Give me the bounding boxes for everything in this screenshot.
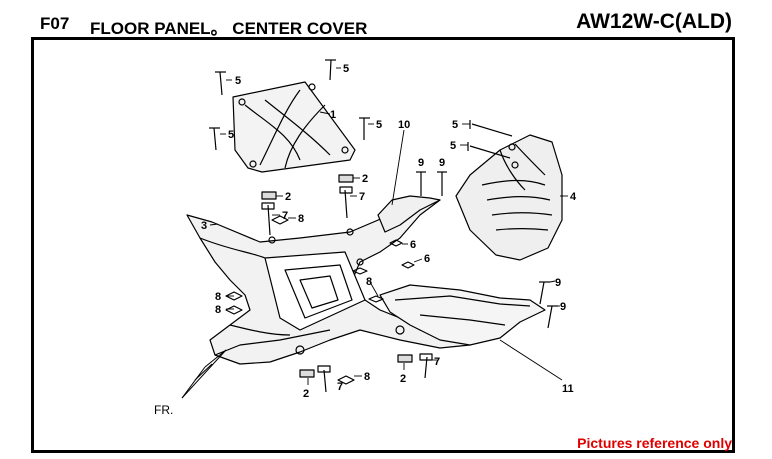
- callout-label: 8: [364, 371, 370, 383]
- callout-label: 9: [418, 157, 424, 169]
- callout-label: 4: [570, 191, 577, 203]
- callout-label: 6: [424, 253, 430, 265]
- model-number: AW12W-C(ALD): [576, 10, 732, 33]
- callout-label: 9: [560, 301, 566, 313]
- direction-label: FR.: [154, 403, 173, 417]
- front-direction-arrow: [181, 349, 227, 399]
- section-code: F07: [40, 14, 70, 33]
- callout-label: 5: [450, 140, 456, 152]
- callout-numbers: 5 5 1 5 5 10 5 5 4 9 9 2 2 7 7 8 3 6 6 8…: [201, 63, 577, 400]
- callout-label: 9: [439, 157, 445, 169]
- leader-lines: [209, 67, 568, 385]
- part-center-bracket: [377, 195, 441, 233]
- callout-label: 10: [398, 119, 410, 131]
- callout-label: 7: [359, 191, 365, 203]
- callout-label: 6: [410, 239, 416, 251]
- part-floor-panel-upper: [232, 81, 356, 173]
- callout-label: 2: [285, 191, 291, 203]
- page-header: F07 FLOOR PANEL。 CENTER COVER AW12W-C(AL…: [0, 0, 772, 38]
- callout-label: 7: [282, 210, 288, 222]
- diagram-frame: [31, 37, 735, 453]
- callout-label: 5: [228, 129, 234, 141]
- callout-label: 8: [298, 213, 304, 225]
- callout-label: 2: [400, 373, 406, 385]
- callout-label: 3: [201, 220, 207, 232]
- callout-label: 11: [562, 383, 574, 395]
- callout-label: 1: [330, 109, 336, 121]
- part-side-cover: [379, 284, 546, 346]
- part-center-cover: [455, 134, 563, 261]
- callout-label: 9: [555, 277, 561, 289]
- part-floor-panel-main: [186, 199, 471, 365]
- callout-label: 8: [366, 276, 372, 288]
- screws: [209, 59, 558, 393]
- callout-label: 5: [376, 119, 382, 131]
- callout-label: 8: [215, 291, 221, 303]
- callout-label: 5: [343, 63, 349, 75]
- callout-label: 5: [235, 75, 241, 87]
- callout-label: 7: [337, 381, 343, 393]
- page-title: FLOOR PANEL。 CENTER COVER: [90, 19, 368, 38]
- callout-label: 5: [452, 119, 458, 131]
- callout-label: 2: [303, 388, 309, 400]
- clips-and-nuts: [225, 174, 415, 385]
- callout-label: 8: [215, 304, 221, 316]
- callout-label: 2: [362, 173, 368, 185]
- callout-label: 7: [434, 356, 440, 368]
- reference-note: Pictures reference only: [577, 435, 732, 451]
